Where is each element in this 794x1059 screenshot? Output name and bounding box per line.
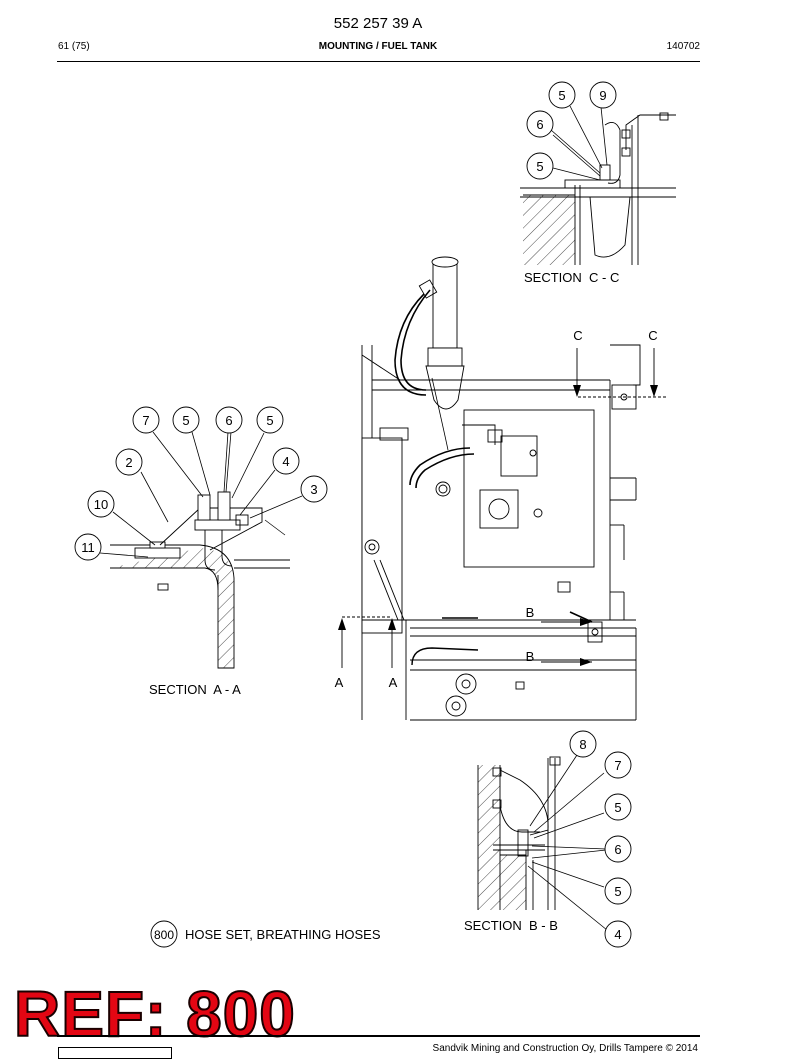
document-number: 552 257 39 A bbox=[333, 15, 423, 32]
callout-c-2: 9 bbox=[599, 88, 606, 103]
cut-label-c-left: C bbox=[573, 328, 582, 343]
section-a-a-view bbox=[110, 491, 290, 669]
callout-b-1: 8 bbox=[579, 737, 586, 752]
section-b-b-caption: SECTION B - B bbox=[464, 918, 558, 933]
callout-circles bbox=[74, 81, 632, 948]
header-rule bbox=[57, 61, 700, 62]
callout-a-8: 10 bbox=[94, 497, 108, 512]
legend-item-number: 800 bbox=[154, 928, 174, 942]
callout-c-1: 5 bbox=[558, 88, 565, 103]
section-a-a-caption: SECTION A - A bbox=[149, 682, 241, 697]
section-c-c-caption: SECTION C - C bbox=[524, 270, 619, 285]
callout-b-4: 6 bbox=[614, 842, 621, 857]
callout-a-6: 4 bbox=[282, 454, 289, 469]
page-number: 61 (75) bbox=[58, 41, 90, 52]
callout-a-9: 11 bbox=[81, 540, 95, 555]
callout-b-3: 5 bbox=[614, 800, 621, 815]
callout-c-4: 5 bbox=[536, 159, 543, 174]
callout-b-2: 7 bbox=[614, 758, 621, 773]
callout-b-6: 4 bbox=[614, 927, 621, 942]
callout-a-1: 7 bbox=[142, 413, 149, 428]
callout-a-5: 2 bbox=[125, 455, 132, 470]
callout-b-5: 5 bbox=[614, 884, 621, 899]
page-title: MOUNTING / FUEL TANK bbox=[318, 41, 438, 52]
callout-c-3: 6 bbox=[536, 117, 543, 132]
footer-copyright: Sandvik Mining and Construction Oy, Dril… bbox=[432, 1043, 698, 1054]
footer-rule bbox=[57, 1035, 700, 1037]
document-date: 140702 bbox=[666, 41, 700, 52]
section-cut-markers bbox=[338, 348, 666, 668]
cut-label-a-left: A bbox=[335, 675, 344, 690]
section-b-b-view bbox=[477, 756, 561, 910]
section-c-c-leaders bbox=[550, 105, 608, 181]
main-assembly-view bbox=[361, 256, 641, 721]
callout-a-7: 3 bbox=[310, 482, 317, 497]
section-b-b-leaders bbox=[527, 754, 608, 931]
cut-label-a-right: A bbox=[389, 675, 398, 690]
callout-a-2: 5 bbox=[182, 413, 189, 428]
callout-a-4: 5 bbox=[266, 413, 273, 428]
legend-item-text: HOSE SET, BREATHING HOSES bbox=[185, 927, 381, 942]
cut-label-b-bottom: B bbox=[526, 649, 535, 664]
section-a-a-leaders bbox=[99, 431, 303, 558]
cut-label-b-top: B bbox=[526, 605, 535, 620]
footer-logo-box bbox=[58, 1047, 172, 1059]
section-c-c-view bbox=[520, 112, 676, 265]
callout-a-3: 6 bbox=[225, 413, 232, 428]
cut-label-c-right: C bbox=[648, 328, 657, 343]
